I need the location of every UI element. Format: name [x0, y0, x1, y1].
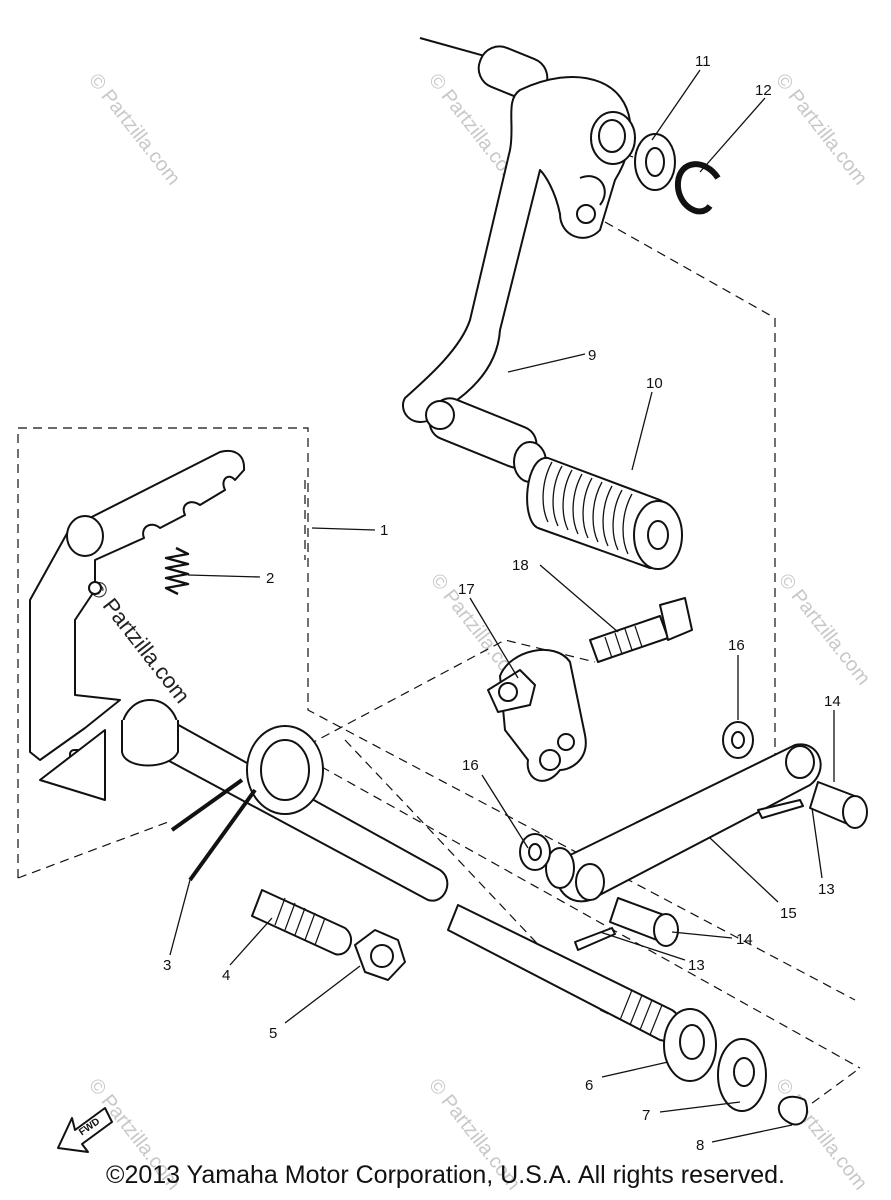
watermark: © Partzilla.com [84, 576, 195, 708]
spring [164, 546, 190, 596]
circlip [777, 1095, 808, 1126]
callout-10: 10 [646, 375, 663, 392]
callout-15: 15 [780, 905, 797, 922]
callout-6: 6 [585, 1077, 593, 1094]
callout-numbers: 1 2 3 4 5 6 7 8 9 10 11 12 13 13 14 14 1… [163, 53, 841, 1154]
callout-16: 16 [728, 637, 745, 654]
watermark: © Partzilla.com [771, 70, 871, 190]
fwd-arrow [57, 1107, 113, 1153]
shift-shaft [121, 699, 681, 1042]
callout-11: 11 [695, 53, 711, 70]
copyright-notice: ©2013 Yamaha Motor Corporation, U.S.A. A… [106, 1161, 785, 1189]
callout-2: 2 [266, 570, 274, 587]
parts [29, 37, 868, 1153]
callout-4: 4 [222, 967, 230, 984]
callout-14: 14 [824, 693, 841, 710]
callout-12: 12 [755, 82, 772, 99]
callout-13: 13 [818, 881, 835, 898]
callout-13: 13 [688, 957, 705, 974]
callout-17: 17 [458, 581, 475, 598]
watermark: © Partzilla.com [84, 70, 184, 190]
long-bolt [589, 597, 693, 663]
cotter-pin [757, 799, 804, 819]
bolt [251, 889, 352, 956]
cotter-pin [574, 927, 616, 951]
washer-hole [645, 147, 665, 177]
callout-5: 5 [269, 1025, 277, 1042]
connecting-rod [545, 743, 822, 903]
callout-8: 8 [696, 1137, 704, 1154]
shift-pedal-arm [402, 37, 636, 423]
watermarks: © Partzilla.com © Partzilla.com © Partzi… [84, 70, 874, 1195]
shift-lever-assembly [29, 450, 246, 801]
pedal-rubber [526, 456, 683, 570]
callout-14: 14 [736, 931, 753, 948]
leader-lines [169, 69, 835, 1143]
callout-9: 9 [588, 347, 596, 364]
callout-7: 7 [642, 1107, 650, 1124]
link-arm [487, 648, 587, 782]
nut [354, 929, 406, 981]
circlip [674, 161, 721, 215]
callout-3: 3 [163, 957, 171, 974]
pedal-shaft [425, 397, 547, 483]
clevis-pin [809, 781, 868, 829]
watermark: © Partzilla.com [774, 570, 874, 690]
callout-1: 1 [380, 522, 388, 539]
callout-18: 18 [512, 557, 529, 574]
callout-16: 16 [462, 757, 479, 774]
clevis-pin [609, 897, 679, 947]
